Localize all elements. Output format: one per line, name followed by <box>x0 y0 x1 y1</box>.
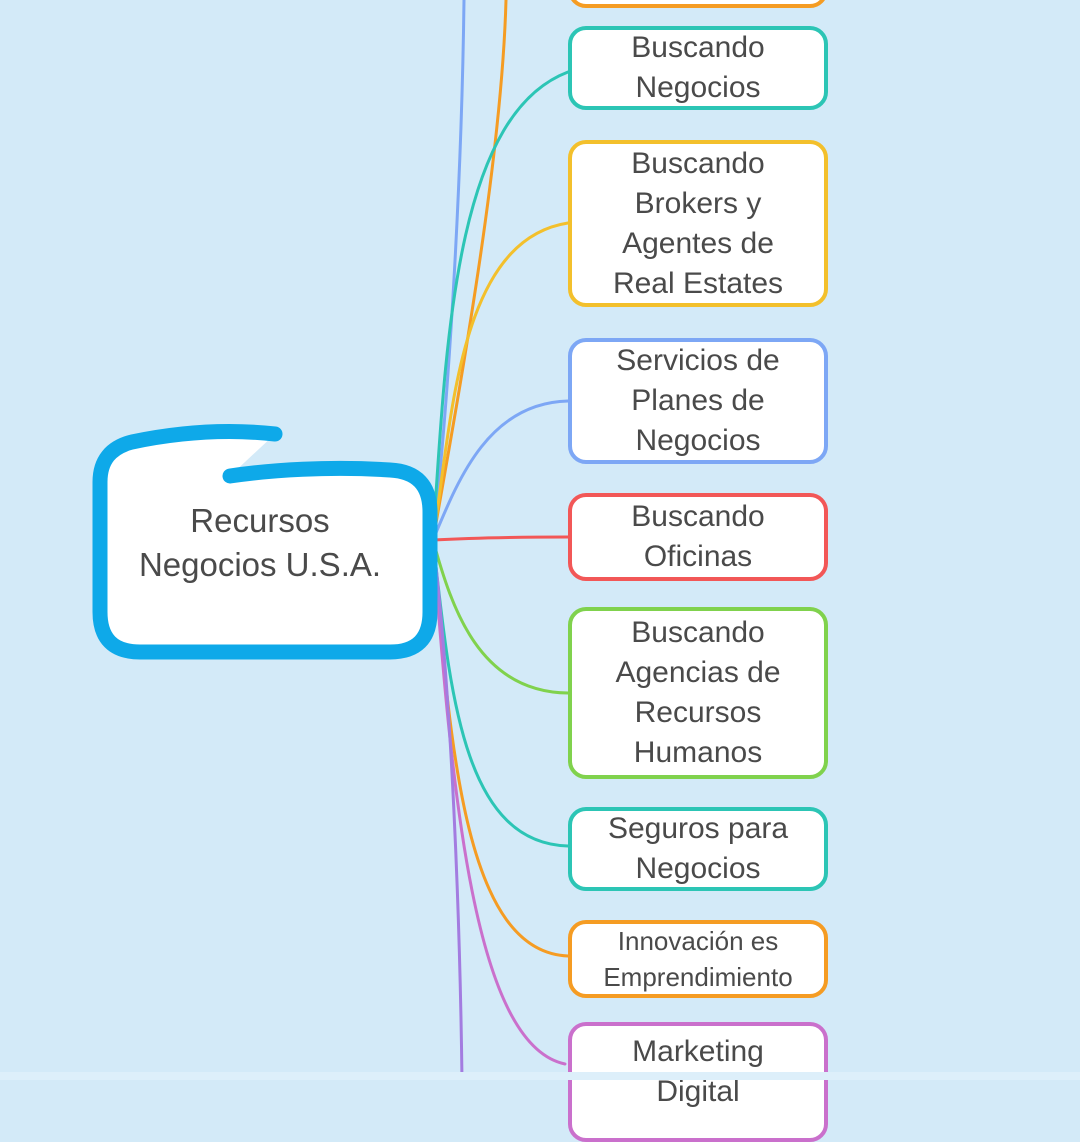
edge-buscando-negocios <box>431 70 570 542</box>
mindmap-root-node[interactable]: Recursos Negocios U.S.A. <box>80 420 440 665</box>
edge-servicios-planes <box>431 399 570 542</box>
node-label: Buscando Negocios <box>631 31 765 104</box>
mindmap-node-top-cut[interactable] <box>568 0 828 8</box>
root-node-border-sketch <box>92 424 438 660</box>
mindmap-node-buscando-negocios[interactable]: Buscando Negocios <box>568 26 828 110</box>
node-label: Buscando Brokers y Agentes de Real Estat… <box>612 146 784 300</box>
mindmap-node-marketing-digital[interactable]: Marketing Digital <box>568 1022 828 1142</box>
edge-buscando-oficinas <box>431 535 570 542</box>
mindmap-node-innovacion[interactable]: Innovación es Emprendimiento <box>568 920 828 998</box>
edge-marketing-digital <box>431 538 567 1066</box>
mindmap-node-servicios-planes[interactable]: Servicios de Planes de Negocios <box>568 338 828 464</box>
edge-up-blue <box>431 0 466 542</box>
root-node-label: Recursos Negocios U.S.A. <box>138 501 382 583</box>
mindmap-node-buscando-oficinas[interactable]: Buscando Oficinas <box>568 493 828 581</box>
node-label: Innovación es Emprendimiento <box>603 926 793 992</box>
edge-top-cut-node <box>431 0 508 542</box>
mindmap-node-buscando-agencias[interactable]: Buscando Agencias de Recursos Humanos <box>568 607 828 779</box>
edge-buscando-agencias <box>431 538 570 695</box>
node-label: Servicios de Planes de Negocios <box>616 344 780 457</box>
mindmap-node-buscando-brokers[interactable]: Buscando Brokers y Agentes de Real Estat… <box>568 140 828 307</box>
edge-down-violet <box>431 538 464 1080</box>
node-label: Seguros para Negocios <box>607 812 789 885</box>
node-label: Buscando Oficinas <box>631 500 765 573</box>
node-label: Buscando Agencias de Recursos Humanos <box>615 616 781 769</box>
mindmap-node-seguros-negocios[interactable]: Seguros para Negocios <box>568 807 828 891</box>
edge-buscando-brokers <box>431 221 570 542</box>
canvas-bottom-strip <box>0 1072 1080 1080</box>
edge-layer <box>431 0 570 1080</box>
